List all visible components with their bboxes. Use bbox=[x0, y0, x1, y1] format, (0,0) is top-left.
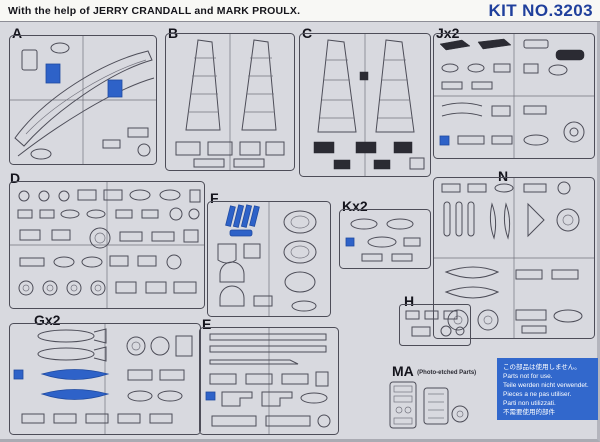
sprue-h-art bbox=[399, 304, 471, 346]
sprue-g-art bbox=[9, 323, 201, 435]
notice-line-zh: 不需要使用的部件 bbox=[503, 409, 555, 417]
sprue-f-art bbox=[207, 201, 331, 317]
sprue-d-label: D bbox=[10, 170, 21, 186]
sprue-k-art bbox=[339, 209, 431, 269]
sprue-n-label: N bbox=[498, 168, 509, 184]
notice-line-de: Teile werden nicht verwendet. bbox=[503, 382, 589, 390]
sprue-n-art bbox=[433, 177, 595, 339]
sprue-f-label: F bbox=[210, 190, 219, 206]
sprue-d-art bbox=[9, 181, 205, 309]
notice-line-it: Parti non utilizzati. bbox=[503, 400, 556, 408]
notice-line-fr: Pieces a ne pas utiliser. bbox=[503, 391, 572, 399]
notice-line-ja: この部品は使用しません。 bbox=[503, 364, 581, 371]
top-bar: With the help of JERRY CRANDALL and MARK… bbox=[0, 0, 600, 22]
photo-etch-subtitle: (Photo-etched Parts) bbox=[417, 370, 477, 376]
sprue-h-label: H bbox=[404, 293, 415, 309]
credit-text: With the help of JERRY CRANDALL and MARK… bbox=[8, 5, 301, 17]
sprue-j-art bbox=[433, 33, 595, 159]
sprue-c-art bbox=[299, 33, 431, 177]
photo-etch-label-text: MA bbox=[392, 363, 414, 379]
photo-etch-art bbox=[389, 381, 469, 429]
sprue-e-label: E bbox=[202, 316, 212, 332]
sprue-e-art bbox=[199, 327, 339, 435]
parts-not-for-use-notice: この部品は使用しません。 Parts not for use. Teile we… bbox=[497, 358, 598, 420]
sprue-a-label: A bbox=[12, 25, 23, 41]
parts-map-sheet: A B bbox=[0, 22, 600, 442]
notice-line-en: Parts not for use. bbox=[503, 373, 553, 381]
sprue-a-art bbox=[9, 35, 157, 165]
kit-number: KIT NO.3203 bbox=[488, 1, 593, 20]
photo-etch-label: MA (Photo-etched Parts) bbox=[392, 363, 476, 379]
sprue-b-art bbox=[165, 33, 295, 171]
